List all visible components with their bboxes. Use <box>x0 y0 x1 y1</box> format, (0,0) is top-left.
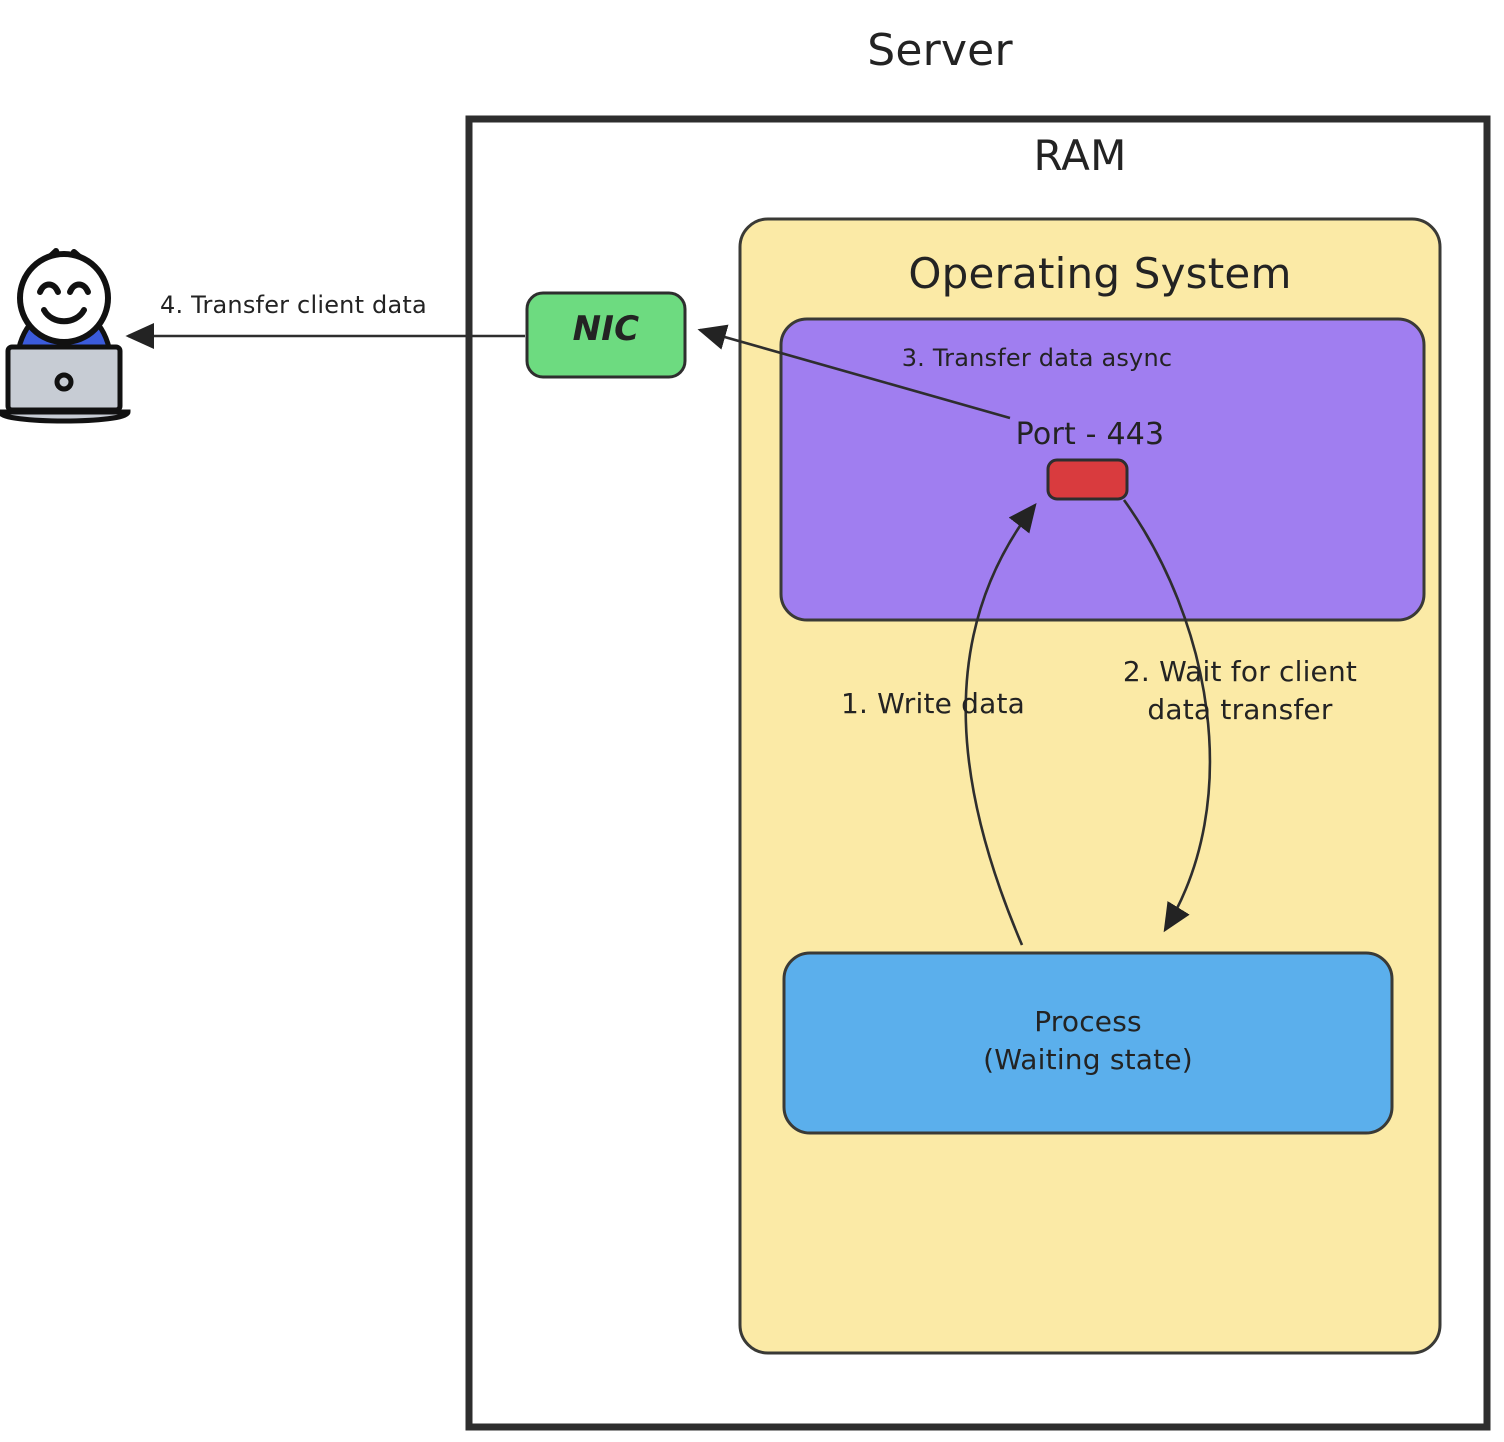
process-label-line2: (Waiting state) <box>983 1043 1193 1076</box>
ram-label: RAM <box>1033 131 1127 180</box>
client-avatar <box>0 248 131 424</box>
nic-label: NIC <box>572 309 640 349</box>
page-title: Server <box>867 25 1013 76</box>
edge-label-write-data: 1. Write data <box>840 687 1026 720</box>
edge-label-wait-for-client-line2: data transfer <box>1147 693 1333 726</box>
port-box <box>1046 458 1129 501</box>
edge-wait-for-client <box>1122 499 1212 933</box>
edge-label-wait-for-client-line1: 2. Wait for client <box>1122 655 1358 688</box>
edge-label-transfer-data-async: 3. Transfer data async <box>901 344 1173 372</box>
process-box <box>782 951 1394 1135</box>
operating-system-label: Operating System <box>908 249 1292 298</box>
edge-transfer-data-async <box>697 324 1011 420</box>
port-label: Port - 443 <box>1015 417 1165 452</box>
edge-write-data <box>964 502 1037 946</box>
process-label-line1: Process <box>1034 1005 1142 1038</box>
nic-box <box>525 291 687 379</box>
edge-label-transfer-client-data: 4. Transfer client data <box>160 291 427 319</box>
